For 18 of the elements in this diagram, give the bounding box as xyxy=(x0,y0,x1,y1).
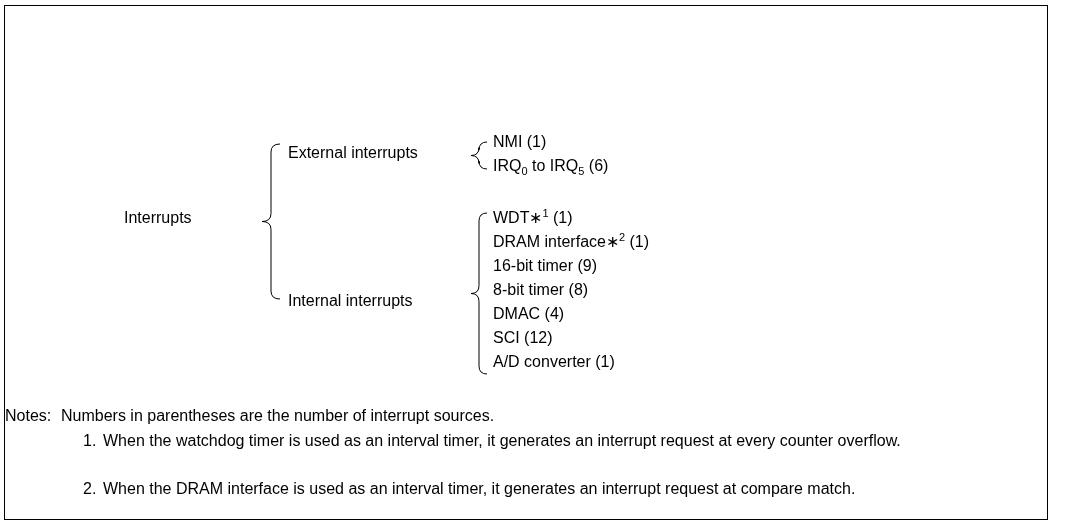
note-text: Notes: xyxy=(5,406,52,426)
category-label: DMAC (4) xyxy=(493,304,565,324)
category-label: 8-bit timer (8) xyxy=(493,280,589,300)
category-label: 16-bit timer (9) xyxy=(493,256,598,276)
note-text: 1. xyxy=(83,431,97,451)
category-label: IRQ$_{0}$ to IRQ$_{5}$ (6) xyxy=(493,156,609,176)
category-label: DRAM interface∗$^{2}$ (1) xyxy=(493,232,650,252)
category-label: A/D converter (1) xyxy=(493,352,615,372)
note-text: When the watchdog timer is used as an interval timer, it generates an interrupt request at every counter overflow. xyxy=(103,431,902,451)
category-label: External interrupts xyxy=(288,143,418,163)
note-text: 2. xyxy=(83,479,97,499)
note-text: When the DRAM interface is used as an interval timer, it generates an interrupt request at compare match. xyxy=(103,479,857,499)
category-label: Interrupts xyxy=(124,208,192,228)
category-label: SCI (12) xyxy=(493,328,553,348)
category-label: WDT∗$^{1}$ (1) xyxy=(493,208,573,228)
note-text: Numbers in parentheses are the number of interrupt sources. xyxy=(61,406,495,426)
category-label: Internal interrupts xyxy=(288,291,413,311)
category-label: NMI (1) xyxy=(493,132,547,152)
